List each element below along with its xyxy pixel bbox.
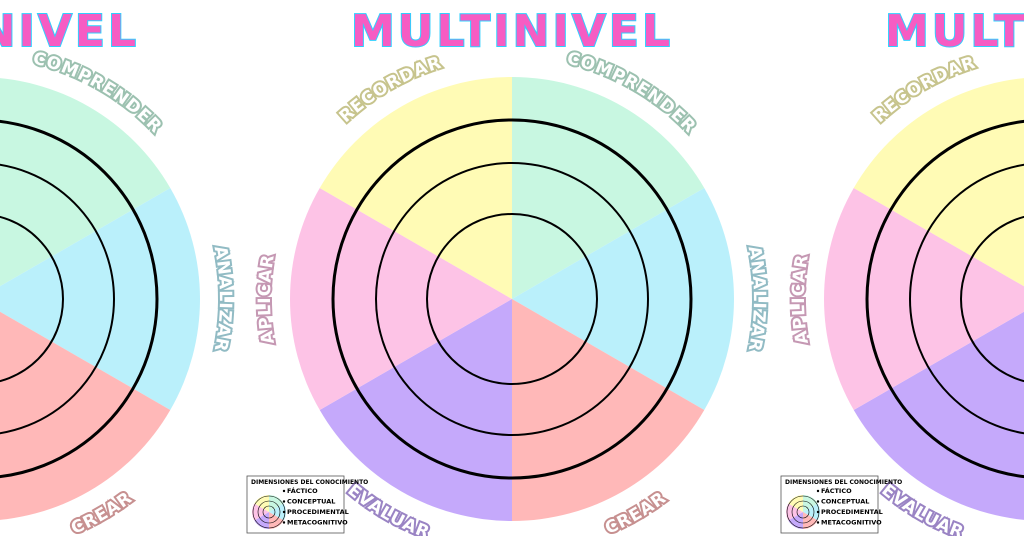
- ring-3: [331, 118, 693, 480]
- legend-bullet: [282, 500, 286, 503]
- page-title: MULTINIVEL: [885, 6, 1024, 57]
- sector-comprender: [0, 78, 171, 287]
- legend-bullet: [282, 521, 286, 524]
- ring-3: [865, 119, 1024, 479]
- segment-label-aplicar: APLICAR: [255, 253, 279, 346]
- ring-2: [909, 163, 1024, 435]
- segment-label-analizar: ANALIZAR: [210, 244, 235, 353]
- segment-label-analizar: ANALIZAR: [744, 244, 769, 353]
- legend-mini-ring: [791, 500, 815, 524]
- segment-label-aplicar: APLICAR: [789, 253, 813, 346]
- wheel-left: COMPRENDERANALIZARCREAREVALUARAPLICARREC…: [0, 5, 236, 536]
- legend-item: CONCEPTUAL: [287, 498, 335, 506]
- ring-3: [0, 119, 159, 479]
- legend-bullet: [282, 510, 286, 514]
- page-title: MULTINIVEL: [351, 6, 673, 57]
- ring-2: [375, 162, 649, 436]
- legend-mini-ring: [262, 505, 276, 519]
- legend-mini-sector: [252, 503, 269, 521]
- sector-crear: [0, 311, 171, 520]
- page-title: MULTINIVEL: [0, 6, 139, 57]
- legend-mini-sector: [269, 503, 287, 521]
- ring-1: [960, 215, 1024, 383]
- wheel-center: COMPRENDERANALIZARCREAREVALUARAPLICARREC…: [253, 5, 770, 536]
- legend-item: METACOGNITIVO: [821, 519, 882, 527]
- legend-item: FÁCTICO: [287, 486, 318, 495]
- legend-item: METACOGNITIVO: [287, 519, 348, 527]
- ring-2: [0, 163, 115, 435]
- legend-item: PROCEDIMENTAL: [287, 508, 349, 516]
- sector-analizar: [0, 188, 200, 410]
- legend-mini-ring: [257, 500, 281, 524]
- sector-aplicar: [824, 188, 1024, 410]
- legend-mini-sector: [785, 503, 803, 521]
- legend-heading: DIMENSIONES DEL CONOCIMIENTO: [251, 479, 368, 486]
- legend-item: PROCEDIMENTAL: [821, 508, 883, 516]
- sector-crear: [512, 299, 705, 521]
- legend-bullet: [816, 489, 820, 493]
- sector-recordar: [319, 76, 512, 299]
- sector-comprender: [512, 77, 705, 299]
- legend-bullet: [282, 489, 286, 493]
- ring-1: [0, 215, 64, 383]
- legend-bullet: [816, 500, 820, 503]
- sector-analizar: [512, 188, 734, 410]
- sector-evaluar: [853, 311, 1024, 520]
- legend-mini-ring: [796, 505, 810, 519]
- sector-evaluar: [319, 299, 512, 521]
- legend-bullet: [816, 521, 820, 524]
- legend-mini-sector: [803, 503, 821, 521]
- wheel-right: COMPRENDERANALIZARCREAREVALUARAPLICARREC…: [787, 5, 1024, 536]
- sector-aplicar: [290, 188, 512, 410]
- legend-heading: DIMENSIONES DEL CONOCIMIENTO: [785, 479, 902, 486]
- ring-1: [426, 213, 598, 385]
- legend-item: FÁCTICO: [821, 486, 852, 495]
- legend-item: CONCEPTUAL: [821, 498, 869, 506]
- legend-bullet: [816, 510, 820, 514]
- sector-recordar: [853, 78, 1024, 287]
